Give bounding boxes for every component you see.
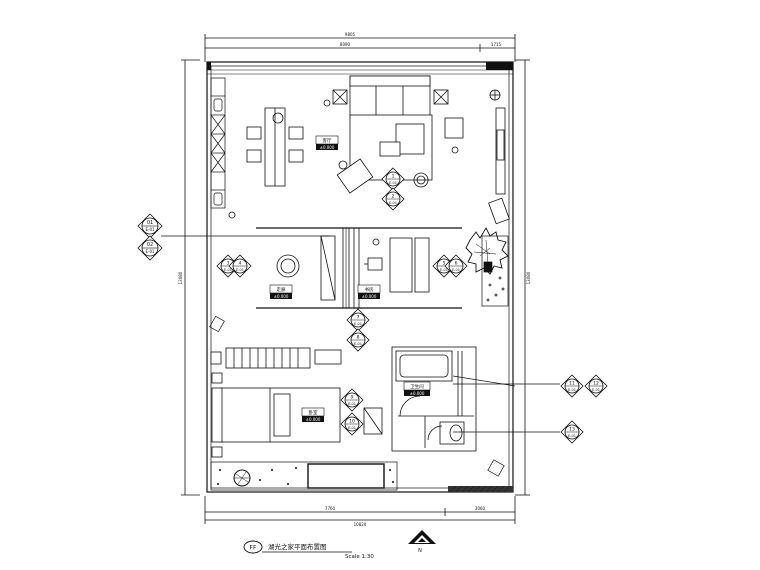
dining-table — [228, 107, 304, 219]
elevation-marker-sheet: E-01 — [348, 402, 356, 406]
section-marker-02[interactable]: 02 E-01 — [137, 235, 163, 261]
elevation-marker-7[interactable]: 7E-01 — [346, 308, 370, 332]
room-tag-name: 卧室 — [309, 409, 318, 416]
elevation-marker-id: 8 — [357, 335, 360, 341]
room-tag-level: ±0.000 — [274, 294, 289, 299]
elevation-marker-id: 9 — [351, 395, 354, 401]
elevation-marker-sheet: E-01 — [568, 434, 576, 438]
room-tag-name: 走廊 — [277, 286, 286, 293]
elevation-marker-id: 11 — [569, 381, 575, 387]
elevation-marker-id: 6 — [455, 261, 458, 267]
title-symbol: FF — [250, 545, 257, 552]
study-furniture — [276, 235, 430, 301]
elevation-marker-id: 4 — [239, 261, 242, 267]
room-tag-name: 卫生间 — [410, 383, 424, 390]
dim-bottom-right: 3060 — [475, 506, 486, 511]
dim-top-left: 8090 — [340, 42, 351, 47]
elevation-marker-sheet: E-01 — [440, 268, 448, 272]
elevation-marker-10[interactable]: 10E-01 — [340, 412, 364, 436]
elevation-marker-sheet: E-01 — [389, 181, 397, 185]
elevation-marker-sheet: E-01 — [452, 268, 460, 272]
living-room-furniture — [323, 75, 510, 225]
elevation-marker-6[interactable]: 6E-01 — [444, 254, 468, 278]
section-marker-sheet: E-01 — [145, 249, 155, 254]
elevation-marker-id: 7 — [357, 315, 360, 321]
elevation-marker-id: 3 — [227, 261, 230, 267]
elevation-marker-12[interactable]: 12E-01 — [584, 374, 608, 398]
elevation-marker-8[interactable]: 8E-01 — [346, 328, 370, 352]
elevation-marker-2[interactable]: 2E-01 — [381, 187, 405, 211]
partition-walls — [256, 227, 462, 309]
room-tag-bathroom: 卫生间 ±0.000 — [403, 381, 431, 396]
elevation-marker-id: 1 — [392, 174, 395, 180]
elevation-marker-id: 12 — [593, 381, 599, 387]
elevation-marker-sheet: E-01 — [354, 342, 362, 346]
elevation-marker-sheet: E-01 — [354, 322, 362, 326]
section-marker-id: 01 — [147, 220, 153, 226]
elevation-marker-id: 5 — [443, 261, 446, 267]
wall-infill — [207, 62, 513, 492]
elevation-marker-4[interactable]: 4E-01 — [228, 254, 252, 278]
room-tag-level: ±0.000 — [362, 294, 377, 299]
room-tag-level: ±0.000 — [306, 417, 321, 422]
north-label: N — [418, 548, 422, 554]
elevation-markers: 1E-012E-013E-014E-015E-016E-017E-018E-01… — [216, 167, 608, 444]
bathroom-fixtures — [391, 346, 477, 452]
room-tag-name: 书房 — [365, 286, 374, 293]
elevation-marker-11[interactable]: 11E-01 — [560, 374, 584, 398]
dim-top-total: 9805 — [345, 32, 356, 37]
room-tag-study: 书房 ±0.000 — [357, 284, 381, 299]
elevation-marker-sheet: E-01 — [236, 268, 244, 272]
elevation-marker-sheet: E-01 — [348, 426, 356, 430]
left-wall-cabinets — [210, 77, 226, 209]
elevation-marker-id: 2 — [392, 194, 395, 200]
dimension-lines — [181, 34, 530, 524]
dim-left-total: 13080 — [178, 271, 183, 284]
section-marker-sheet: E-01 — [145, 227, 155, 232]
garden-planter — [465, 227, 509, 307]
room-tag-corridor: 走廊 ±0.000 — [269, 284, 293, 299]
outer-walls — [206, 61, 514, 493]
elevation-marker-sheet: E-01 — [224, 268, 232, 272]
dim-right-total: 13080 — [526, 271, 531, 284]
section-marker-01[interactable]: 01 E-01 — [137, 213, 163, 239]
elevation-marker-id: 10 — [349, 419, 355, 425]
room-tag-name: 客厅 — [323, 137, 332, 144]
dim-top-right: 1715 — [491, 42, 502, 47]
dim-bottom-left: 7760 — [325, 506, 336, 511]
room-tag-level: ±0.000 — [410, 391, 425, 396]
room-tag-level: ±0.000 — [320, 145, 335, 150]
room-tag-bedroom: 卧室 ±0.000 — [301, 407, 325, 422]
elevation-marker-sheet: E-01 — [592, 388, 600, 392]
room-tag-living: 客厅 ±0.000 — [315, 135, 339, 150]
dim-bottom-total: 10820 — [354, 522, 367, 527]
title-block: FF 湖光之家平面布置图 Scale 1:30 — [243, 540, 374, 560]
elevation-marker-sheet: E-01 — [389, 201, 397, 205]
marker-leaders — [161, 235, 560, 433]
north-arrow-icon — [408, 530, 436, 544]
wall-hatch — [449, 485, 511, 493]
elevation-marker-id: 13 — [569, 427, 575, 433]
elevation-marker-13[interactable]: 13E-01 — [560, 420, 584, 444]
elevation-marker-9[interactable]: 9E-01 — [340, 388, 364, 412]
elevation-marker-sheet: E-01 — [568, 388, 576, 392]
bedroom-furniture — [210, 347, 383, 458]
bottom-planter — [210, 461, 398, 491]
drawing-title: 湖光之家平面布置图 — [268, 542, 327, 551]
section-marker-id: 02 — [147, 242, 153, 248]
drawing-scale: Scale 1:30 — [345, 554, 374, 560]
